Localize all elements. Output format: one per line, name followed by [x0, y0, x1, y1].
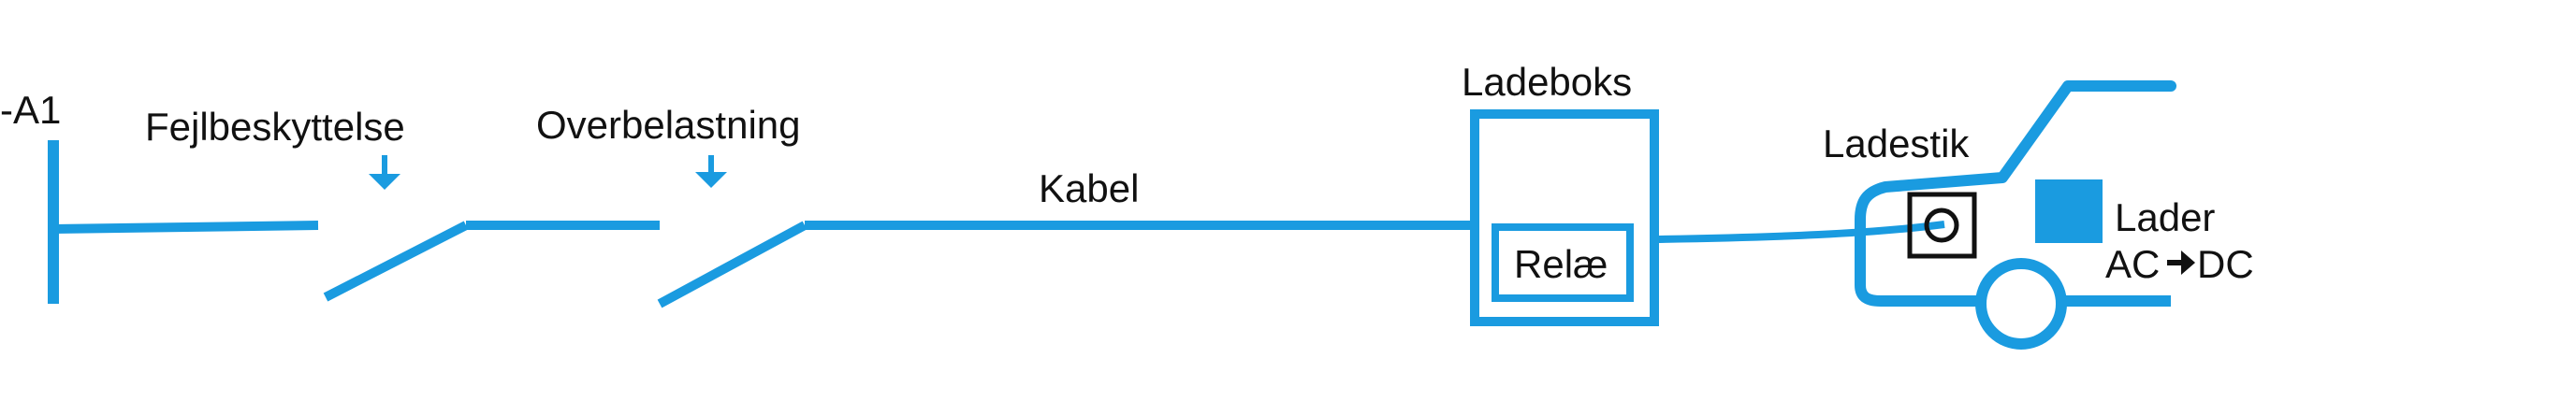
socket-icon — [1907, 192, 1977, 259]
charging-cable — [1653, 221, 1945, 243]
charge-box-label: Ladeboks — [1462, 60, 1632, 104]
fault-protection-label: Fejlbeskyttelse — [145, 105, 405, 149]
source-label: -A1 — [0, 88, 61, 132]
charger-square-icon — [2035, 179, 2103, 243]
down-arrow-icon — [695, 155, 727, 188]
charger-label-line1: Lader — [2115, 195, 2215, 239]
right-arrow-icon — [2167, 251, 2195, 275]
charger-label-ac: AC — [2105, 242, 2160, 286]
relay-label: Relæ — [1514, 242, 1608, 286]
source-terminal — [48, 140, 319, 304]
charger-label-dc: DC — [2197, 242, 2254, 286]
relay-box — [1492, 223, 1634, 302]
down-arrow-icon — [369, 155, 400, 190]
wheel-icon — [1975, 258, 2067, 350]
car-outline-icon — [1855, 80, 2176, 307]
plug-label: Ladestik — [1823, 122, 1970, 165]
overload-label: Overbelastning — [536, 103, 801, 147]
charge-box — [1470, 109, 1659, 326]
fault-protection-switch — [323, 221, 660, 302]
cable-label: Kabel — [1039, 166, 1139, 210]
overload-switch — [657, 221, 1474, 308]
